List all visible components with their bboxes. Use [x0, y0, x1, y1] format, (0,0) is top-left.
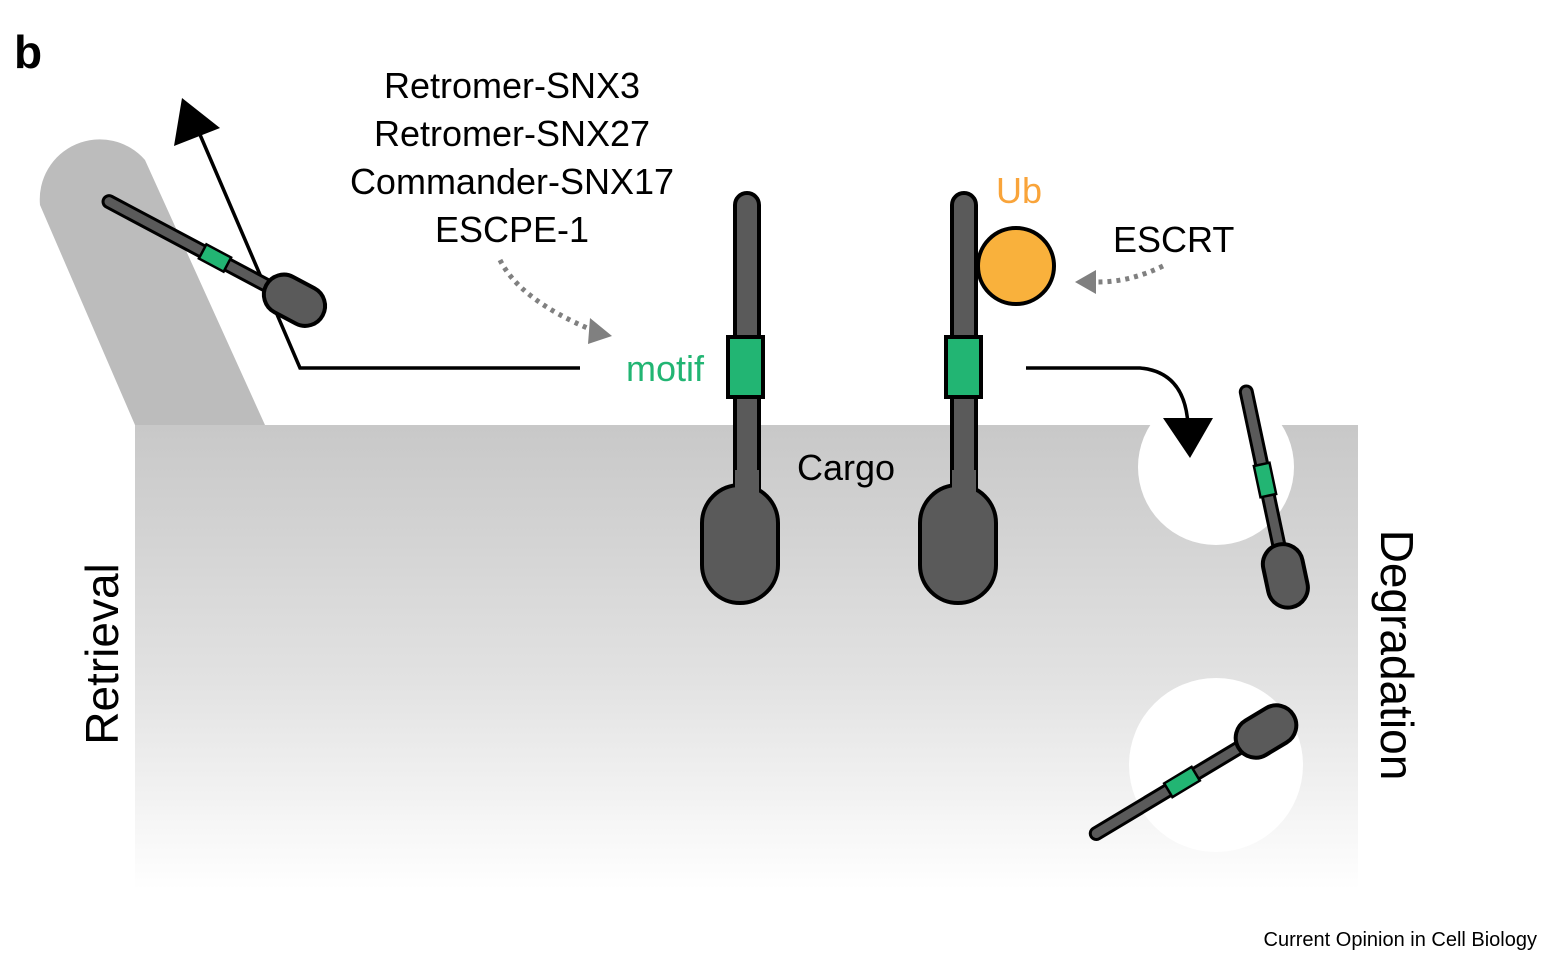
cargo-retrieved [101, 194, 328, 328]
complex-commander-snx17: Commander-SNX17 [350, 161, 674, 202]
complex-retromer-snx3: Retromer-SNX3 [384, 65, 640, 106]
degradation-arrowhead [1163, 418, 1213, 458]
cargo-with-motif [700, 191, 780, 605]
motif-label: motif [626, 348, 705, 389]
sorting-motif [726, 335, 765, 399]
escrt-label: ESCRT [1113, 219, 1234, 260]
cargo-retrieved-motif [197, 242, 233, 274]
ubiquitin-label: Ub [996, 170, 1042, 211]
escrt-binding-arrow [1097, 263, 1165, 285]
ubiquitin [976, 226, 1056, 306]
sorting-motif-2 [944, 335, 983, 399]
cargo-in-ilv-lower [1088, 703, 1299, 842]
degradation-arrow [1026, 366, 1190, 426]
complex-retromer-snx27: Retromer-SNX27 [374, 113, 650, 154]
complex-binding-arrowhead [588, 318, 612, 344]
retrieval-complex-list: Retromer-SNX3 Retromer-SNX27 Commander-S… [350, 65, 674, 250]
cargo-label: Cargo [797, 447, 895, 488]
journal-credit: Current Opinion in Cell Biology [1264, 929, 1537, 951]
complex-escpe-1: ESCPE-1 [435, 209, 589, 250]
retrieval-arrow [196, 129, 580, 370]
cargo-ubiquitinated [918, 191, 1056, 605]
panel-label: b [14, 26, 42, 78]
escrt-binding-arrowhead [1075, 270, 1096, 294]
cargo-in-ilv-upper [1238, 384, 1310, 610]
degradation-label: Degradation [1371, 530, 1423, 781]
complex-binding-arrow [497, 258, 593, 333]
retrieval-arrowhead [174, 98, 220, 146]
retrieval-label: Retrieval [76, 563, 128, 745]
